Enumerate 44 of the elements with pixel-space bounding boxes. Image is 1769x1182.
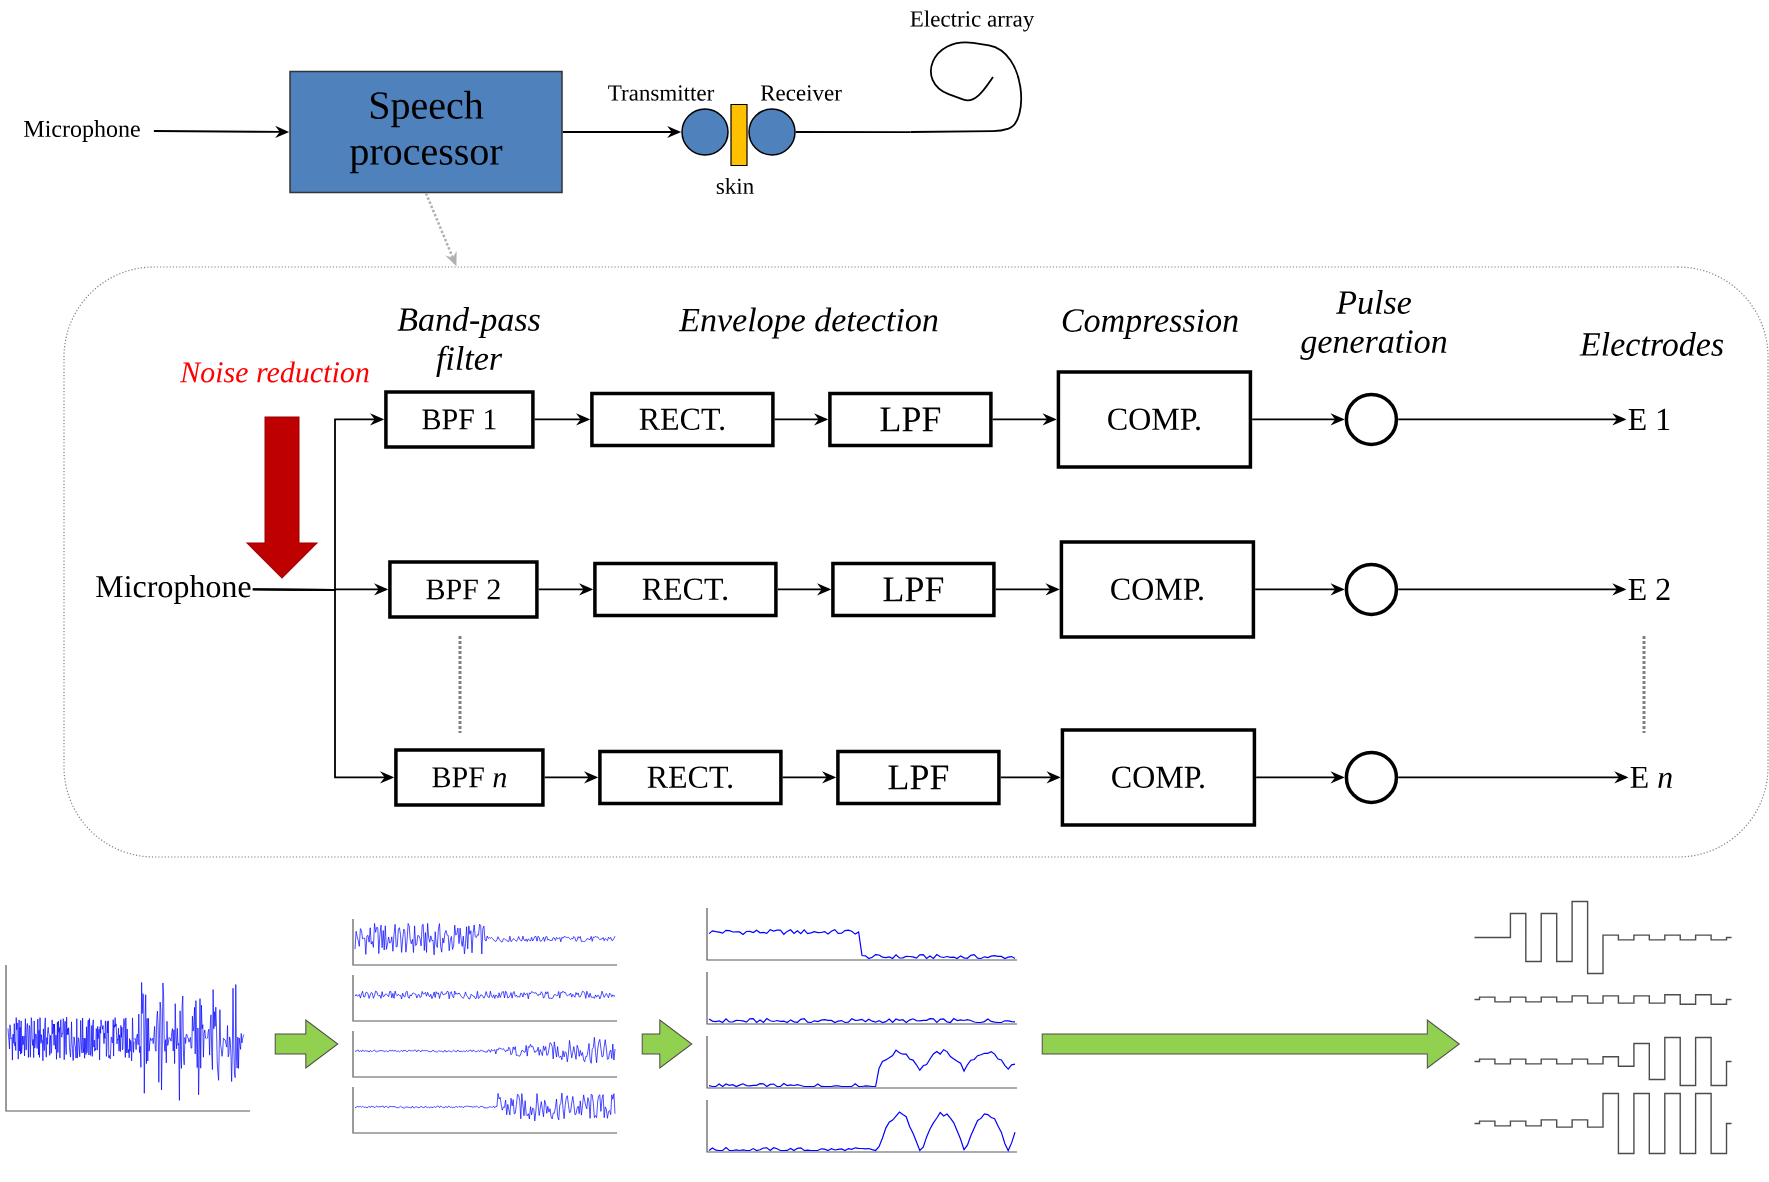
circle-symbol — [681, 108, 729, 156]
text-label: E 1 — [1628, 408, 1670, 430]
text-label: Transmitter — [608, 85, 715, 101]
process-box: LPF — [836, 749, 1001, 806]
text-label: skin — [716, 177, 754, 195]
text-label: Microphone — [96, 574, 251, 604]
process-box: RECT. — [593, 561, 778, 618]
process-box: BPF 2 — [388, 560, 539, 619]
heading-label: Band-pass filter — [397, 307, 540, 377]
heading-label: Envelope detection — [678, 307, 938, 339]
waveform-drawing — [5, 964, 251, 1112]
waveform-drawing — [706, 907, 1018, 1153]
text-label: Electric array — [910, 10, 1035, 32]
process-box: BPF n — [394, 748, 545, 807]
waveform-drawing — [352, 918, 618, 1134]
process-box: LPF — [831, 561, 996, 618]
text-label: Receiver — [760, 85, 842, 101]
skin-bar — [730, 103, 748, 167]
panel — [63, 266, 1769, 858]
connector-line — [794, 131, 912, 134]
process-box: COMP. — [1056, 370, 1253, 469]
process-box: RECT. — [598, 749, 783, 806]
heading-label: Electrodes — [1579, 332, 1724, 356]
coil-drawing — [910, 41, 1023, 133]
circle-symbol — [1344, 562, 1399, 617]
block-arrow — [1041, 1019, 1460, 1069]
text-label: Microphone — [24, 120, 140, 142]
text-label: E 2 — [1628, 578, 1670, 600]
circle-symbol — [1344, 392, 1399, 447]
heading-label: Compression — [1062, 309, 1238, 339]
process-box: COMP. — [1059, 540, 1256, 639]
waveform-drawing — [1473, 900, 1733, 1155]
process-box: COMP. — [1060, 728, 1257, 827]
circle-symbol — [1344, 750, 1399, 805]
block-arrow — [641, 1019, 693, 1069]
circle-symbol — [748, 108, 796, 156]
heading-label: Pulse generation — [1300, 290, 1447, 360]
heading-label: Noise reduction — [179, 361, 369, 383]
processor-box: Speech processor — [289, 70, 563, 194]
text-label: E n — [1630, 766, 1672, 788]
process-box: BPF 1 — [384, 390, 535, 449]
process-box: RECT. — [590, 391, 775, 448]
block-arrow — [274, 1019, 339, 1069]
process-box: LPF — [828, 391, 993, 448]
